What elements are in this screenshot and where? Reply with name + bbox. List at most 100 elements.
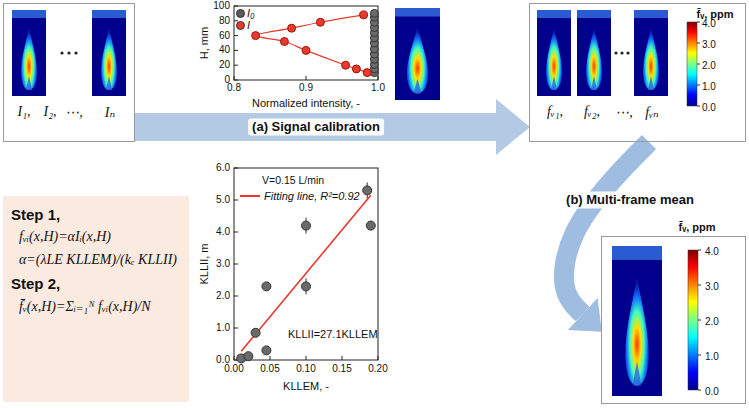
flame-image	[577, 10, 611, 96]
legend-swatch	[236, 21, 245, 30]
flame-image	[12, 10, 46, 96]
tick-label: 60	[219, 30, 230, 42]
data-point	[288, 24, 296, 32]
data-point	[262, 346, 271, 355]
colorbar-tick: 2.0	[705, 316, 719, 327]
frame-label: ⋯,	[615, 104, 633, 121]
tick-mark	[378, 76, 379, 80]
tick-mark	[698, 355, 701, 356]
legend-swatch	[236, 9, 245, 18]
tick-label: 0.00	[224, 363, 243, 375]
frame-label: fᵥ₁,	[547, 104, 563, 120]
tick-mark	[234, 232, 238, 233]
tick-mark	[698, 285, 701, 286]
tick-mark	[234, 6, 238, 7]
tick-mark	[697, 64, 700, 65]
tick-mark	[306, 76, 307, 80]
chart-frame	[234, 6, 378, 80]
tick-mark	[234, 65, 238, 66]
tick-mark	[234, 35, 238, 36]
tick-mark	[698, 320, 701, 321]
tick-label: 4.0	[216, 226, 230, 238]
scatter-chart	[234, 168, 378, 363]
data-point	[252, 32, 260, 40]
dot	[614, 51, 617, 54]
colorbar-tick: 0.0	[705, 386, 719, 397]
image-panel: fᵥ₁,fᵥ₂,⋯,fᵥₙf̄ᵥ, ppm4.03.02.01.00.0	[529, 3, 746, 142]
tick-mark	[270, 356, 271, 360]
data-point	[302, 221, 311, 230]
flame-image	[395, 8, 440, 100]
tick-label: 80	[219, 15, 230, 27]
tick-mark	[342, 356, 343, 360]
step-heading: Step 2,	[11, 275, 181, 292]
dot	[626, 51, 629, 54]
colorbar-tick: 0.0	[702, 102, 716, 113]
tick-mark	[234, 328, 238, 329]
tick-mark	[234, 76, 235, 80]
legend-text: I₀	[247, 7, 255, 20]
data-point	[280, 38, 288, 46]
tick-label: 40	[219, 45, 230, 57]
tick-mark	[697, 106, 700, 107]
data-point	[316, 18, 324, 26]
tick-label: 20	[219, 59, 230, 71]
colorbar-tick: 1.0	[702, 81, 716, 92]
tick-label: 3.0	[216, 258, 230, 270]
flame-image	[537, 10, 571, 96]
tick-mark	[378, 356, 379, 360]
flame-image	[634, 10, 668, 96]
axis-label: KLLII=27.1KLLEM	[288, 328, 378, 341]
data-point	[302, 46, 310, 54]
flow-arrow	[564, 142, 649, 314]
colorbar-title: f̄ᵥ, ppm	[679, 221, 716, 233]
data-point	[262, 282, 271, 291]
legend-line	[240, 195, 260, 197]
colorbar	[687, 22, 697, 106]
arrow-label: (b) Multi-frame mean	[562, 192, 698, 209]
tick-mark	[697, 22, 700, 23]
tick-label: 0.8	[227, 82, 241, 94]
tick-mark	[306, 356, 307, 360]
data-point	[352, 65, 360, 73]
step-heading: Step 1,	[11, 206, 181, 223]
axis-label: KLLEM, -	[283, 380, 329, 393]
tick-label: 0.10	[296, 363, 315, 375]
tick-label: 0.9	[299, 82, 313, 94]
equation: f̄ᵥ(x,H)=Σᵢ₌₁ᴺ fᵥᵢ(x,H)/N	[19, 298, 181, 315]
dot	[74, 51, 77, 54]
image-panel: f̄ᵥ, ppm4.03.02.01.00.0	[601, 236, 746, 404]
colorbar-tick: 1.0	[705, 351, 719, 362]
intensity-chart	[234, 6, 378, 80]
tick-label: 6.0	[216, 162, 230, 174]
ellipsis-dots	[60, 51, 629, 54]
frame-label: ⋯,	[65, 104, 83, 121]
equation: α=(λLE KLLEM)/(kₑ KLLII)	[19, 252, 181, 268]
colorbar-tick: 4.0	[705, 246, 719, 257]
axis-label: V=0.15 L/min	[262, 174, 324, 186]
data-point	[342, 61, 350, 69]
axis-label: KLLII, m	[198, 244, 211, 285]
data-point	[363, 186, 372, 195]
tick-mark	[234, 168, 238, 169]
legend-text: I	[247, 19, 250, 32]
axis-label: Normalized intensity, -	[252, 97, 360, 110]
tick-label: 0.15	[332, 363, 351, 375]
flame-image	[92, 10, 126, 96]
flame-image	[612, 246, 662, 396]
tick-label: 1.0	[371, 82, 385, 94]
tick-mark	[234, 296, 238, 297]
chart-frame	[234, 168, 378, 360]
equation-box: Step 1,fᵥᵢ(x,H)=αIᵢ(x,H)α=(λLE KLLEM)/(k…	[3, 196, 189, 402]
data-point	[251, 328, 260, 337]
tick-mark	[234, 200, 238, 201]
frame-label: I₂,	[43, 104, 56, 120]
frame-label: fᵥ₂,	[584, 104, 600, 120]
data-point	[363, 69, 371, 77]
frame-label: I₁,	[17, 104, 30, 120]
data-point	[244, 352, 253, 361]
tick-mark	[697, 43, 700, 44]
tick-mark	[234, 80, 238, 81]
colorbar	[688, 250, 698, 390]
